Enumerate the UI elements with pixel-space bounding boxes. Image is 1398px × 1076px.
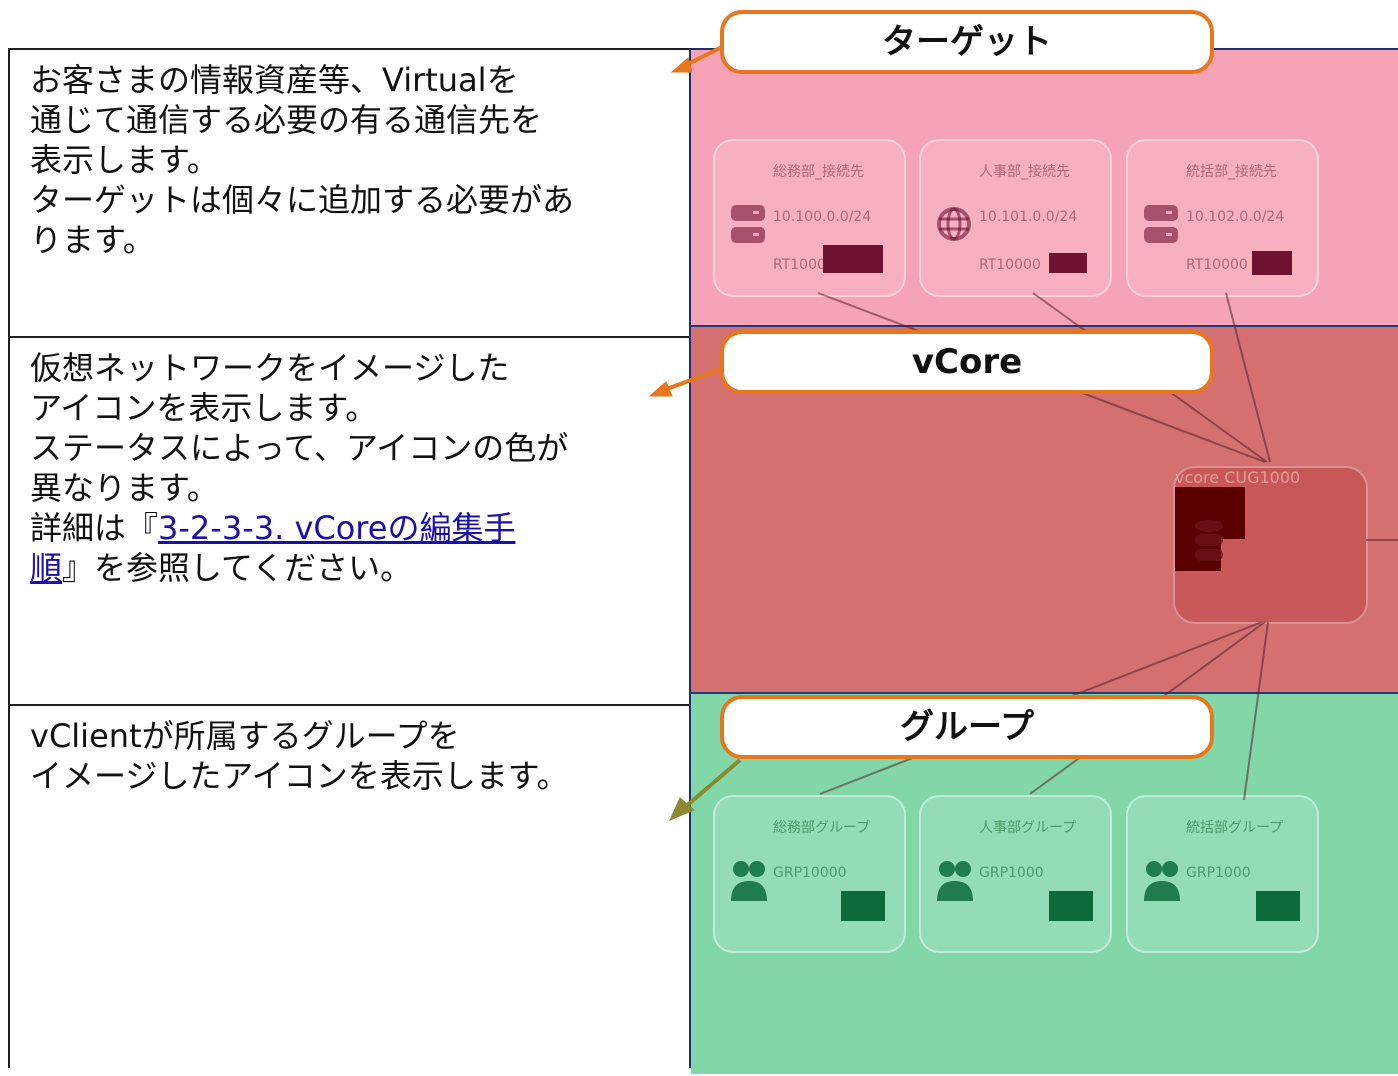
target-rt: RT10000 bbox=[1186, 257, 1248, 273]
group-name: 総務部グループ bbox=[773, 820, 871, 836]
vcore-desc-line: アイコンを表示します。 bbox=[30, 389, 378, 427]
database-icon bbox=[1191, 518, 1231, 564]
vcore-detail-line-2: 順』を参照してください。 bbox=[30, 548, 669, 588]
group-desc-line: vClientが所属するグループを bbox=[30, 717, 460, 755]
redaction-block bbox=[1252, 251, 1292, 275]
server-icon bbox=[729, 201, 769, 247]
target-subnet: 10.100.0.0/24 bbox=[773, 209, 872, 225]
target-node-card[interactable]: 人事部_接続先 10.101.0.0/24 RT10000 bbox=[919, 139, 1112, 297]
target-zone bbox=[691, 50, 1398, 327]
vcore-desc-line: 仮想ネットワークをイメージした bbox=[30, 349, 510, 387]
redaction-block bbox=[1049, 891, 1093, 921]
server-icon bbox=[1142, 201, 1182, 247]
users-icon bbox=[935, 857, 975, 903]
group-id: GRP1000 bbox=[979, 865, 1044, 881]
vcore-cug: CUG1000 bbox=[1224, 468, 1301, 487]
target-node-card[interactable]: 総務部_接続先 10.100.0.0/24 RT1000 bbox=[713, 139, 906, 297]
topology-preview: 総務部_接続先 10.100.0.0/24 RT1000 人事部_接続先 10.… bbox=[689, 48, 1398, 1074]
target-rt: RT1000 bbox=[773, 257, 826, 273]
detail-suffix: 』を参照してください。 bbox=[62, 549, 413, 587]
users-icon bbox=[1142, 857, 1182, 903]
vcore-name: vcore bbox=[1175, 468, 1220, 487]
group-node-card[interactable]: 人事部グループ GRP1000 bbox=[919, 795, 1112, 953]
users-icon bbox=[729, 857, 769, 903]
redaction-block bbox=[1256, 891, 1300, 921]
target-label: ターゲット bbox=[720, 10, 1214, 74]
target-desc-line: ります。 bbox=[30, 221, 155, 259]
target-subnet: 10.102.0.0/24 bbox=[1186, 209, 1285, 225]
target-desc-line: お客さまの情報資産等、Virtualを bbox=[30, 61, 519, 99]
redaction-block bbox=[1049, 253, 1087, 273]
vcore-desc-line: 異なります。 bbox=[30, 469, 219, 507]
target-subnet: 10.101.0.0/24 bbox=[979, 209, 1078, 225]
globe-icon bbox=[935, 201, 975, 247]
target-name: 統括部_接続先 bbox=[1186, 164, 1277, 180]
vcore-edit-procedure-link[interactable]: 3-2-3-3. vCoreの編集手 bbox=[158, 509, 516, 547]
target-name: 人事部_接続先 bbox=[979, 164, 1070, 180]
group-desc-line: イメージしたアイコンを表示します。 bbox=[30, 757, 569, 795]
vcore-node-card[interactable]: vcore CUG1000 bbox=[1173, 466, 1368, 624]
redaction-block bbox=[841, 891, 885, 921]
group-description: vClientが所属するグループを イメージしたアイコンを表示します。 bbox=[10, 706, 689, 1076]
group-label: グループ bbox=[720, 695, 1214, 759]
target-name: 総務部_接続先 bbox=[773, 164, 864, 180]
detail-prefix: 詳細は『 bbox=[30, 509, 159, 547]
target-description: お客さまの情報資産等、Virtualを 通じて通信する必要の有る通信先を 表示し… bbox=[10, 50, 689, 338]
redaction-block bbox=[823, 245, 883, 273]
target-rt: RT10000 bbox=[979, 257, 1041, 273]
group-name: 統括部グループ bbox=[1186, 820, 1284, 836]
target-desc-line: ターゲットは個々に追加する必要があ bbox=[30, 181, 575, 219]
target-node-card[interactable]: 統括部_接続先 10.102.0.0/24 RT10000 bbox=[1126, 139, 1319, 297]
vcore-desc-line: ステータスによって、アイコンの色が bbox=[30, 429, 569, 467]
group-name: 人事部グループ bbox=[979, 820, 1077, 836]
group-node-card[interactable]: 統括部グループ GRP1000 bbox=[1126, 795, 1319, 953]
group-node-card[interactable]: 総務部グループ GRP10000 bbox=[713, 795, 906, 953]
group-id: GRP1000 bbox=[1186, 865, 1251, 881]
target-desc-line: 表示します。 bbox=[30, 141, 219, 179]
vcore-label: vCore bbox=[720, 330, 1214, 394]
vcore-edit-procedure-link-cont[interactable]: 順 bbox=[30, 549, 63, 587]
description-column: お客さまの情報資産等、Virtualを 通じて通信する必要の有る通信先を 表示し… bbox=[8, 48, 691, 1068]
target-desc-line: 通じて通信する必要の有る通信先を bbox=[30, 101, 543, 139]
vcore-description: 仮想ネットワークをイメージした アイコンを表示します。 ステータスによって、アイ… bbox=[10, 338, 689, 706]
vcore-detail-line: 詳細は『3-2-3-3. vCoreの編集手 bbox=[30, 508, 669, 548]
group-id: GRP10000 bbox=[773, 865, 847, 881]
